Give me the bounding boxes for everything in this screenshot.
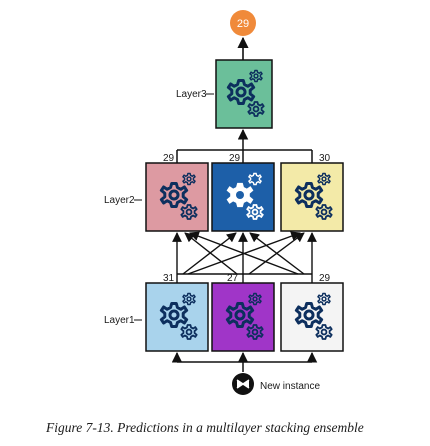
layer1-label: Layer1 xyxy=(104,315,135,326)
stacking-ensemble-diagram: 29 Layer3 29 29 30 Layer2 31 27 29 xyxy=(104,10,344,395)
output-circle xyxy=(230,10,256,36)
layer3-label: Layer3 xyxy=(176,89,207,100)
layer2-prediction-1: 29 xyxy=(163,153,175,164)
layer1-prediction-2: 27 xyxy=(227,273,239,284)
layer2-prediction-3: 30 xyxy=(319,153,331,164)
new-instance-label: New instance xyxy=(260,381,320,392)
input-to-layer1-connectors xyxy=(171,351,318,372)
layer1-prediction-1: 31 xyxy=(163,273,175,284)
figure-caption: Figure 7-13. Predictions in a multilayer… xyxy=(46,420,364,435)
layer2-prediction-2: 29 xyxy=(229,153,241,164)
layer2-to-layer3-connectors xyxy=(176,128,313,163)
new-instance-icon xyxy=(232,373,254,395)
layer1-to-layer2-connectors xyxy=(172,231,317,283)
layer2-label: Layer2 xyxy=(104,195,135,206)
layer1-prediction-3: 29 xyxy=(319,273,331,284)
layer1-predictor-box-1 xyxy=(145,282,209,352)
output-value: 29 xyxy=(237,18,249,30)
